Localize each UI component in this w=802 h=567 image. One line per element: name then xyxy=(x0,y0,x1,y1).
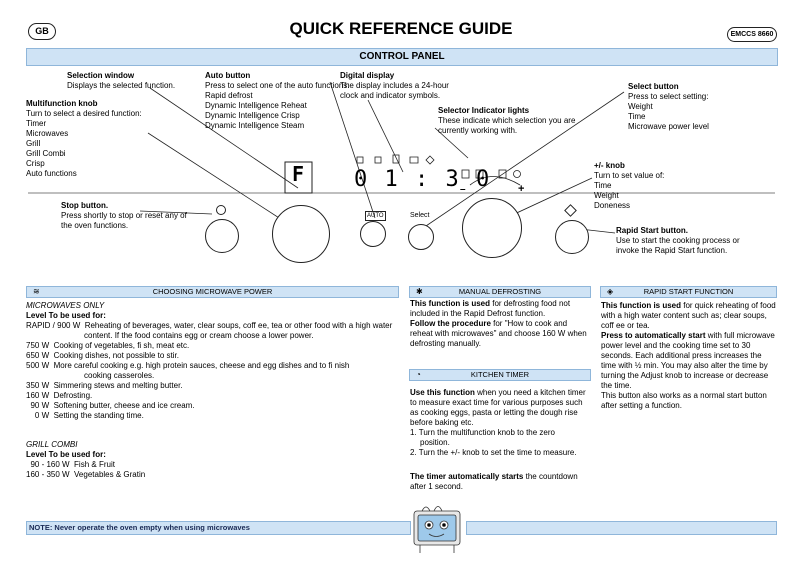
callout-rapid-start-button: Rapid Start button. Use to start the coo… xyxy=(616,226,740,255)
auto-button[interactable] xyxy=(360,221,386,247)
manual-defrosting-bar: ✱ MANUAL DEFROSTING xyxy=(409,286,591,298)
manual-defrosting-content: This function is used for defrosting foo… xyxy=(410,299,587,348)
timer-icon: ◔ xyxy=(416,370,421,379)
plus-minus-knob[interactable] xyxy=(462,198,522,258)
microwave-power-content: MICROWAVES ONLY Level To be used for: RA… xyxy=(26,301,393,420)
digital-display-digits: 0 1 : 3 0 xyxy=(354,167,492,192)
language-badge: GB xyxy=(28,23,56,40)
footer-right-bar xyxy=(466,521,777,535)
rapid-start-button[interactable] xyxy=(555,220,589,254)
callout-auto-button: Auto button Press to select one of the a… xyxy=(205,71,350,130)
footer-note-bar: NOTE: Never operate the oven empty when … xyxy=(26,521,411,535)
callout-selector-lights: Selector Indicator lights These indicate… xyxy=(438,106,576,135)
model-badge: EMCCS 8660 xyxy=(727,27,777,42)
auto-label: AUTO xyxy=(365,211,386,221)
kitchen-timer-bar: ◔ KITCHEN TIMER xyxy=(409,369,591,381)
callout-multifunction-knob: Multifunction knob Turn to select a desi… xyxy=(26,99,142,178)
callout-digital-display: Digital display The display includes a 2… xyxy=(340,71,449,100)
minus-sign: – xyxy=(460,184,466,195)
callout-select-button: Select button Press to select setting: W… xyxy=(628,82,709,131)
callout-stop-button: Stop button. Press shortly to stop or re… xyxy=(61,201,187,230)
callout-plus-minus-knob: +/- knob Turn to set value of: Time Weig… xyxy=(594,161,665,210)
rapid-start-content: This function is used for quick reheatin… xyxy=(601,301,776,410)
selection-window-letter: F xyxy=(292,162,305,186)
plus-sign: + xyxy=(518,183,525,195)
kitchen-timer-content: Use this function when you need a kitche… xyxy=(410,388,586,491)
grill-combi-content: GRILL COMBI Level To be used for: 90 - 1… xyxy=(26,440,146,479)
stop-icon xyxy=(216,205,226,215)
control-panel-bar: CONTROL PANEL xyxy=(26,48,778,66)
control-panel-title: CONTROL PANEL xyxy=(359,51,445,62)
diamond-icon: ◈ xyxy=(607,287,614,296)
rapid-start-bar: ◈ RAPID START FUNCTION xyxy=(600,286,777,298)
footer-note: NOTE: Never operate the oven empty when … xyxy=(29,523,250,532)
page-title: QUICK REFERENCE GUIDE xyxy=(289,19,513,38)
microwave-power-bar: ≋ CHOOSING MICROWAVE POWER xyxy=(26,286,399,298)
snowflake-icon: ✱ xyxy=(416,287,423,296)
select-label: Select xyxy=(410,212,430,219)
stop-button[interactable] xyxy=(205,219,239,253)
multifunction-knob[interactable] xyxy=(272,205,330,263)
select-button[interactable] xyxy=(408,224,434,250)
microwave-icon: ≋ xyxy=(33,287,40,296)
callout-selection-window: Selection window Displays the selected f… xyxy=(67,71,176,90)
